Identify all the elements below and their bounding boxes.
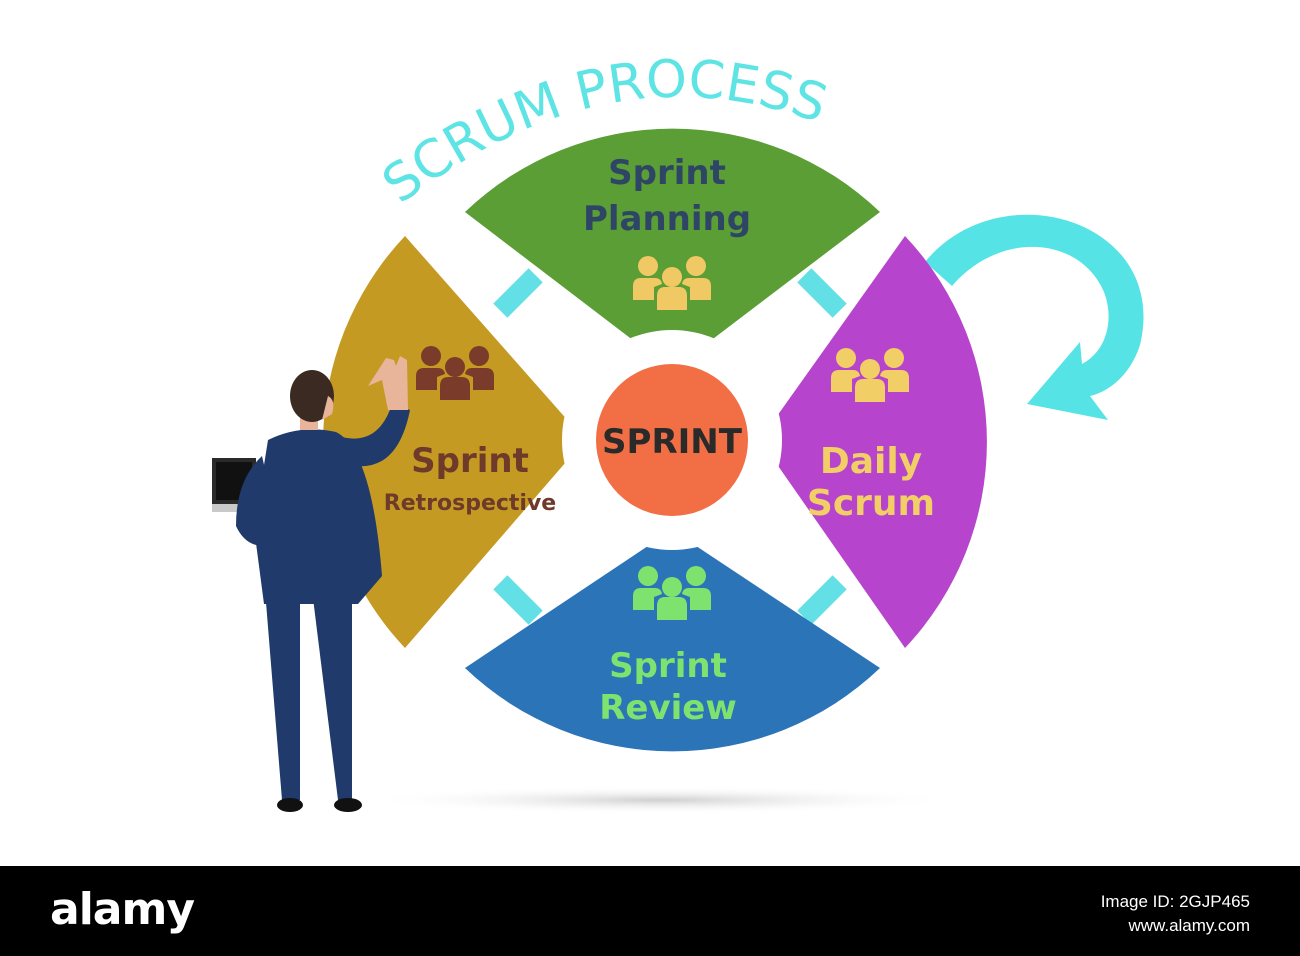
watermark-info: Image ID: 2GJP465 www.alamy.com [1030, 890, 1250, 938]
segment-sprint-planning[interactable] [465, 128, 880, 370]
watermark-bar [0, 866, 1300, 956]
floor-shadow [360, 786, 960, 814]
watermark-logo: alamy [50, 884, 195, 935]
segment-daily-scrum[interactable] [760, 236, 987, 648]
planning-label-line1: Sprint [608, 153, 726, 193]
planning-label-line2: Planning [583, 199, 751, 239]
review-label-line2: Review [599, 688, 737, 728]
image-id: Image ID: 2GJP465 [1100, 892, 1250, 911]
businessman-figure [212, 356, 410, 812]
segment-sprint-retrospective[interactable] [323, 236, 585, 648]
center-label: SPRINT [602, 422, 743, 462]
review-label-line1: Sprint [609, 646, 727, 686]
retro-label-line2: Retrospective [384, 491, 556, 516]
retro-label-line1: Sprint [411, 441, 529, 481]
center-circle[interactable] [596, 364, 748, 516]
daily-label-line2: Scrum [807, 483, 935, 524]
daily-label-line1: Daily [820, 441, 922, 482]
segment-connectors [493, 268, 847, 625]
watermark-url: www.alamy.com [1128, 916, 1250, 935]
cycle-arrow-icon [925, 214, 1144, 420]
segment-sprint-review[interactable] [465, 530, 880, 752]
